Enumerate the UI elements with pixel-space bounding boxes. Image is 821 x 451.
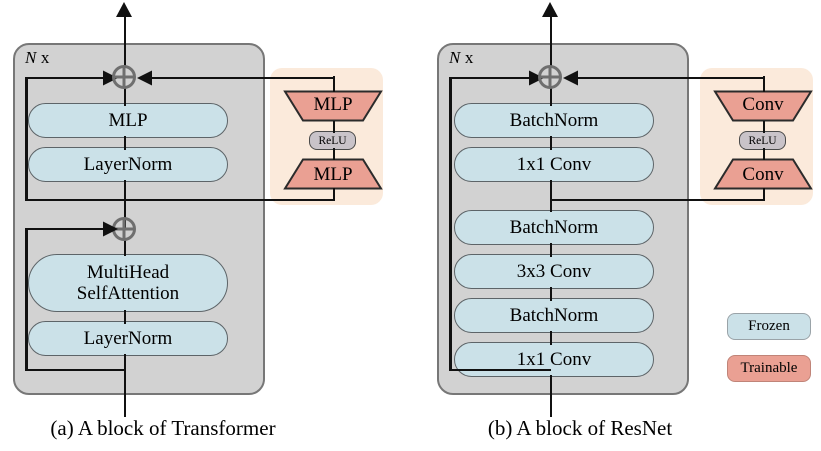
transformer-wire-attention-layernorm bbox=[123, 310, 127, 324]
resnet-adapter-return-wire bbox=[566, 76, 764, 80]
resnet-wire-3 bbox=[549, 287, 553, 301]
transformer-skip-left-vertical-top bbox=[25, 77, 28, 201]
resnet-module-batchnorm-1: BatchNorm bbox=[454, 103, 654, 138]
resnet-adapter-conv-top-label: Conv bbox=[742, 94, 784, 115]
resnet-adapter-bottom-in-wire bbox=[762, 188, 766, 201]
transformer-skip-bottom-horizontal bbox=[25, 368, 125, 372]
resnet-module-conv1x1-2: 1x1 Conv bbox=[454, 342, 654, 377]
caption-transformer: (a) A block of Transformer bbox=[50, 416, 276, 440]
transformer-module-layernorm-bottom: LayerNorm bbox=[28, 321, 228, 356]
resnet-skip-top-horizontal bbox=[449, 76, 533, 80]
transformer-skip-bottom-horizontal-top bbox=[25, 198, 125, 202]
transformer-adapter-mlp-top-label: MLP bbox=[313, 94, 353, 115]
caption-resnet: (b) A block of ResNet bbox=[487, 416, 673, 440]
resnet-adapter-top-out-wire bbox=[762, 76, 766, 92]
resnet-wire-1 bbox=[549, 136, 553, 150]
transformer-adapter-mid-wire-upper bbox=[332, 121, 336, 133]
output-wire-resnet bbox=[549, 10, 553, 68]
resnet-adapter-relu-label: ReLU bbox=[748, 134, 777, 147]
resnet-adapter-relu: ReLU bbox=[739, 131, 786, 150]
resnet-wire-batchnorm-to-add bbox=[549, 88, 553, 106]
resnet-skip-left-vertical bbox=[449, 77, 452, 371]
transformer-module-attention-line2: SelfAttention bbox=[76, 283, 180, 304]
transformer-skip-top-horizontal bbox=[25, 76, 107, 80]
resnet-repeat-times: x bbox=[464, 48, 474, 67]
resnet-skip-bottom-horizontal bbox=[449, 368, 551, 372]
transformer-adapter-relu-label: ReLU bbox=[318, 134, 347, 147]
resnet-module-conv1x1-1-label: 1x1 Conv bbox=[516, 153, 592, 175]
transformer-repeat-count: N bbox=[25, 48, 37, 67]
transformer-input-trunk bbox=[123, 354, 127, 417]
resnet-module-conv3x3: 3x3 Conv bbox=[454, 254, 654, 289]
legend-item-trainable: Trainable bbox=[727, 355, 811, 382]
resnet-skip-arrowhead bbox=[529, 70, 544, 86]
resnet-module-batchnorm-1-label: BatchNorm bbox=[509, 109, 599, 131]
legend-item-frozen-label: Frozen bbox=[748, 318, 790, 334]
resnet-wire-2 bbox=[549, 243, 553, 257]
transformer-skip-arrowhead-top bbox=[103, 70, 118, 86]
resnet-trunk-mid bbox=[549, 180, 553, 212]
resnet-module-batchnorm-2-label: BatchNorm bbox=[509, 216, 599, 238]
resnet-adapter-conv-bottom-label: Conv bbox=[742, 164, 784, 185]
resnet-module-conv1x1-2-label: 1x1 Conv bbox=[516, 348, 592, 370]
transformer-module-layernorm-top-label: LayerNorm bbox=[83, 153, 173, 175]
resnet-module-conv3x3-label: 3x3 Conv bbox=[516, 260, 592, 282]
transformer-skip-arrowhead-bottom bbox=[103, 221, 118, 237]
resnet-module-batchnorm-3-label: BatchNorm bbox=[509, 304, 599, 326]
transformer-adapter-return-arrowhead bbox=[137, 70, 152, 86]
output-arrowhead-resnet bbox=[542, 2, 558, 17]
transformer-adapter-mlp-top: MLP bbox=[283, 90, 383, 122]
transformer-module-layernorm-top: LayerNorm bbox=[28, 147, 228, 182]
transformer-module-mlp: MLP bbox=[28, 103, 228, 138]
output-wire-transformer bbox=[123, 10, 127, 68]
transformer-repeat-times: x bbox=[40, 48, 50, 67]
transformer-wire-attention-to-add bbox=[123, 240, 127, 256]
legend-item-frozen: Frozen bbox=[727, 313, 811, 340]
resnet-adapter-conv-top: Conv bbox=[713, 90, 813, 122]
transformer-adapter-top-out-wire bbox=[332, 76, 336, 92]
transformer-add-operator-top bbox=[112, 65, 136, 89]
transformer-trunk-upper bbox=[123, 180, 127, 230]
transformer-module-attention-line1: MultiHead bbox=[86, 261, 170, 283]
transformer-adapter-mlp-bottom-label: MLP bbox=[313, 164, 353, 185]
resnet-module-batchnorm-3: BatchNorm bbox=[454, 298, 654, 333]
output-arrowhead-transformer bbox=[116, 2, 132, 17]
transformer-skip-left-vertical-bottom bbox=[25, 228, 28, 371]
resnet-adapter-mid-wire-lower bbox=[762, 148, 766, 160]
resnet-adapter-conv-bottom: Conv bbox=[713, 158, 813, 190]
transformer-module-layernorm-bottom-label: LayerNorm bbox=[83, 327, 173, 349]
transformer-module-multihead-selfattention: MultiHead SelfAttention bbox=[28, 254, 228, 312]
transformer-adapter-return-wire bbox=[140, 76, 334, 80]
resnet-module-conv1x1-1: 1x1 Conv bbox=[454, 147, 654, 182]
transformer-adapter-mlp-bottom: MLP bbox=[283, 158, 383, 190]
resnet-input-trunk bbox=[549, 375, 553, 417]
transformer-wire-mlp-layernorm bbox=[123, 136, 127, 150]
transformer-adapter-mid-wire-lower bbox=[332, 148, 336, 160]
transformer-wire-mlp-to-add bbox=[123, 88, 127, 106]
transformer-module-mlp-label: MLP bbox=[108, 109, 148, 131]
resnet-adapter-mid-wire-upper bbox=[762, 121, 766, 133]
resnet-repeat-count: N bbox=[449, 48, 461, 67]
transformer-skip-top-horizontal-bottom bbox=[25, 227, 107, 231]
resnet-adapter-feed-wire bbox=[549, 198, 764, 202]
resnet-adapter-return-arrowhead bbox=[563, 70, 578, 86]
transformer-adapter-bottom-in-wire bbox=[332, 188, 336, 201]
transformer-adapter-feed-wire bbox=[123, 198, 334, 202]
resnet-wire-4 bbox=[549, 331, 553, 345]
resnet-module-batchnorm-2: BatchNorm bbox=[454, 210, 654, 245]
transformer-adapter-relu: ReLU bbox=[309, 131, 356, 150]
legend-item-trainable-label: Trainable bbox=[740, 360, 798, 376]
resnet-add-operator bbox=[538, 65, 562, 89]
